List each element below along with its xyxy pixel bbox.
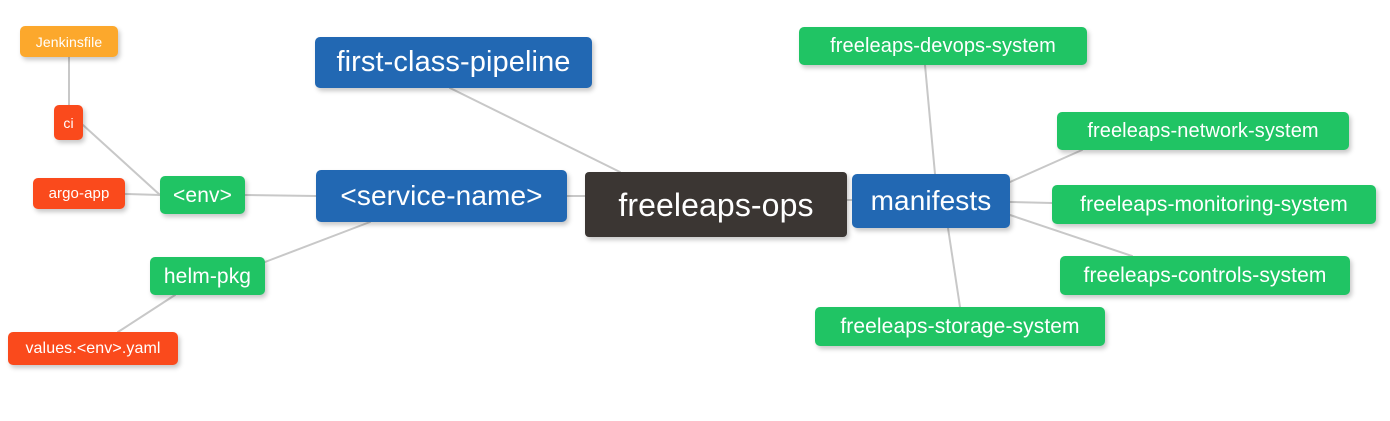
mindmap-node-values-yaml[interactable]: values.<env>.yaml — [8, 332, 178, 365]
edge-manifests-to-freeleaps-devops-system — [924, 64, 936, 175]
mindmap-node-freeleaps-ops[interactable]: freeleaps-ops — [585, 172, 847, 237]
mindmap-node-manifests[interactable]: manifests — [852, 174, 1010, 228]
edge-values-yaml-to-helm-pkg — [117, 294, 176, 333]
edge-env-to-service-name — [244, 194, 317, 197]
mindmap-node-env[interactable]: <env> — [160, 176, 245, 214]
mindmap-node-freeleaps-monitoring-system[interactable]: freeleaps-monitoring-system — [1052, 185, 1376, 224]
mindmap-node-jenkinsfile[interactable]: Jenkinsfile — [20, 26, 118, 57]
edge-helm-pkg-to-service-name — [264, 221, 371, 263]
mindmap-node-freeleaps-devops-system[interactable]: freeleaps-devops-system — [799, 27, 1087, 65]
mindmap-node-freeleaps-network-system[interactable]: freeleaps-network-system — [1057, 112, 1349, 150]
edge-first-class-pipeline-to-freeleaps-ops — [449, 87, 621, 173]
mindmap-node-first-class-pipeline[interactable]: first-class-pipeline — [315, 37, 592, 88]
edge-argo-app-to-env — [124, 193, 161, 196]
mindmap-node-service-name[interactable]: <service-name> — [316, 170, 567, 222]
edge-manifests-to-freeleaps-monitoring-system — [1009, 201, 1053, 204]
mindmap-node-argo-app[interactable]: argo-app — [33, 178, 125, 209]
edge-manifests-to-freeleaps-storage-system — [947, 227, 961, 308]
mindmap-node-helm-pkg[interactable]: helm-pkg — [150, 257, 265, 295]
mindmap-node-ci[interactable]: ci — [54, 105, 83, 140]
mindmap-node-freeleaps-controls-system[interactable]: freeleaps-controls-system — [1060, 256, 1350, 295]
edge-manifests-to-freeleaps-network-system — [1009, 149, 1083, 183]
mindmap-node-freeleaps-storage-system[interactable]: freeleaps-storage-system — [815, 307, 1105, 346]
